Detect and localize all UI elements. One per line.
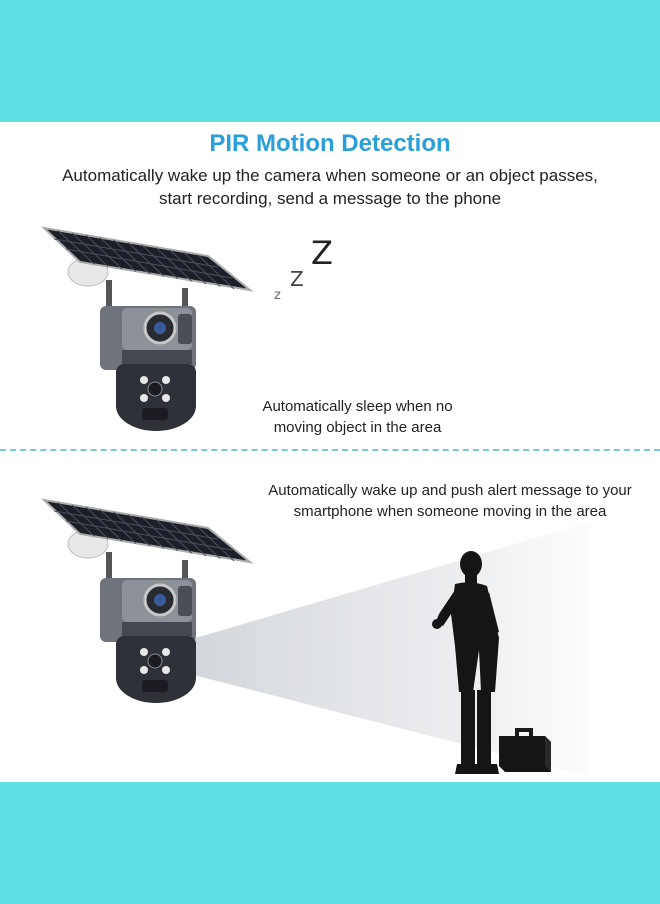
camera-icon (100, 306, 196, 431)
person-silhouette-icon (432, 551, 499, 774)
page-subtitle: Automatically wake up the camera when so… (62, 166, 598, 208)
zzz-small: z (274, 288, 281, 303)
solar-panel-icon (40, 498, 254, 564)
top-accent-band (0, 0, 660, 122)
wake-caption: Automatically wake up and push alert mes… (268, 482, 632, 520)
solar-panel-icon (40, 226, 254, 292)
zzz-large: Z (311, 234, 333, 272)
section-divider (0, 449, 660, 451)
main-panel: PIR Motion Detection Automatically wake … (0, 122, 660, 782)
sleep-caption: Automatically sleep when no moving objec… (262, 398, 453, 436)
briefcase-icon (499, 728, 551, 772)
camera-icon (100, 578, 196, 703)
bottom-accent-band (0, 782, 660, 904)
page-title: PIR Motion Detection (209, 130, 451, 157)
awake-camera (40, 498, 254, 703)
sleeping-camera (40, 226, 254, 431)
zzz-medium: Z (290, 267, 304, 291)
